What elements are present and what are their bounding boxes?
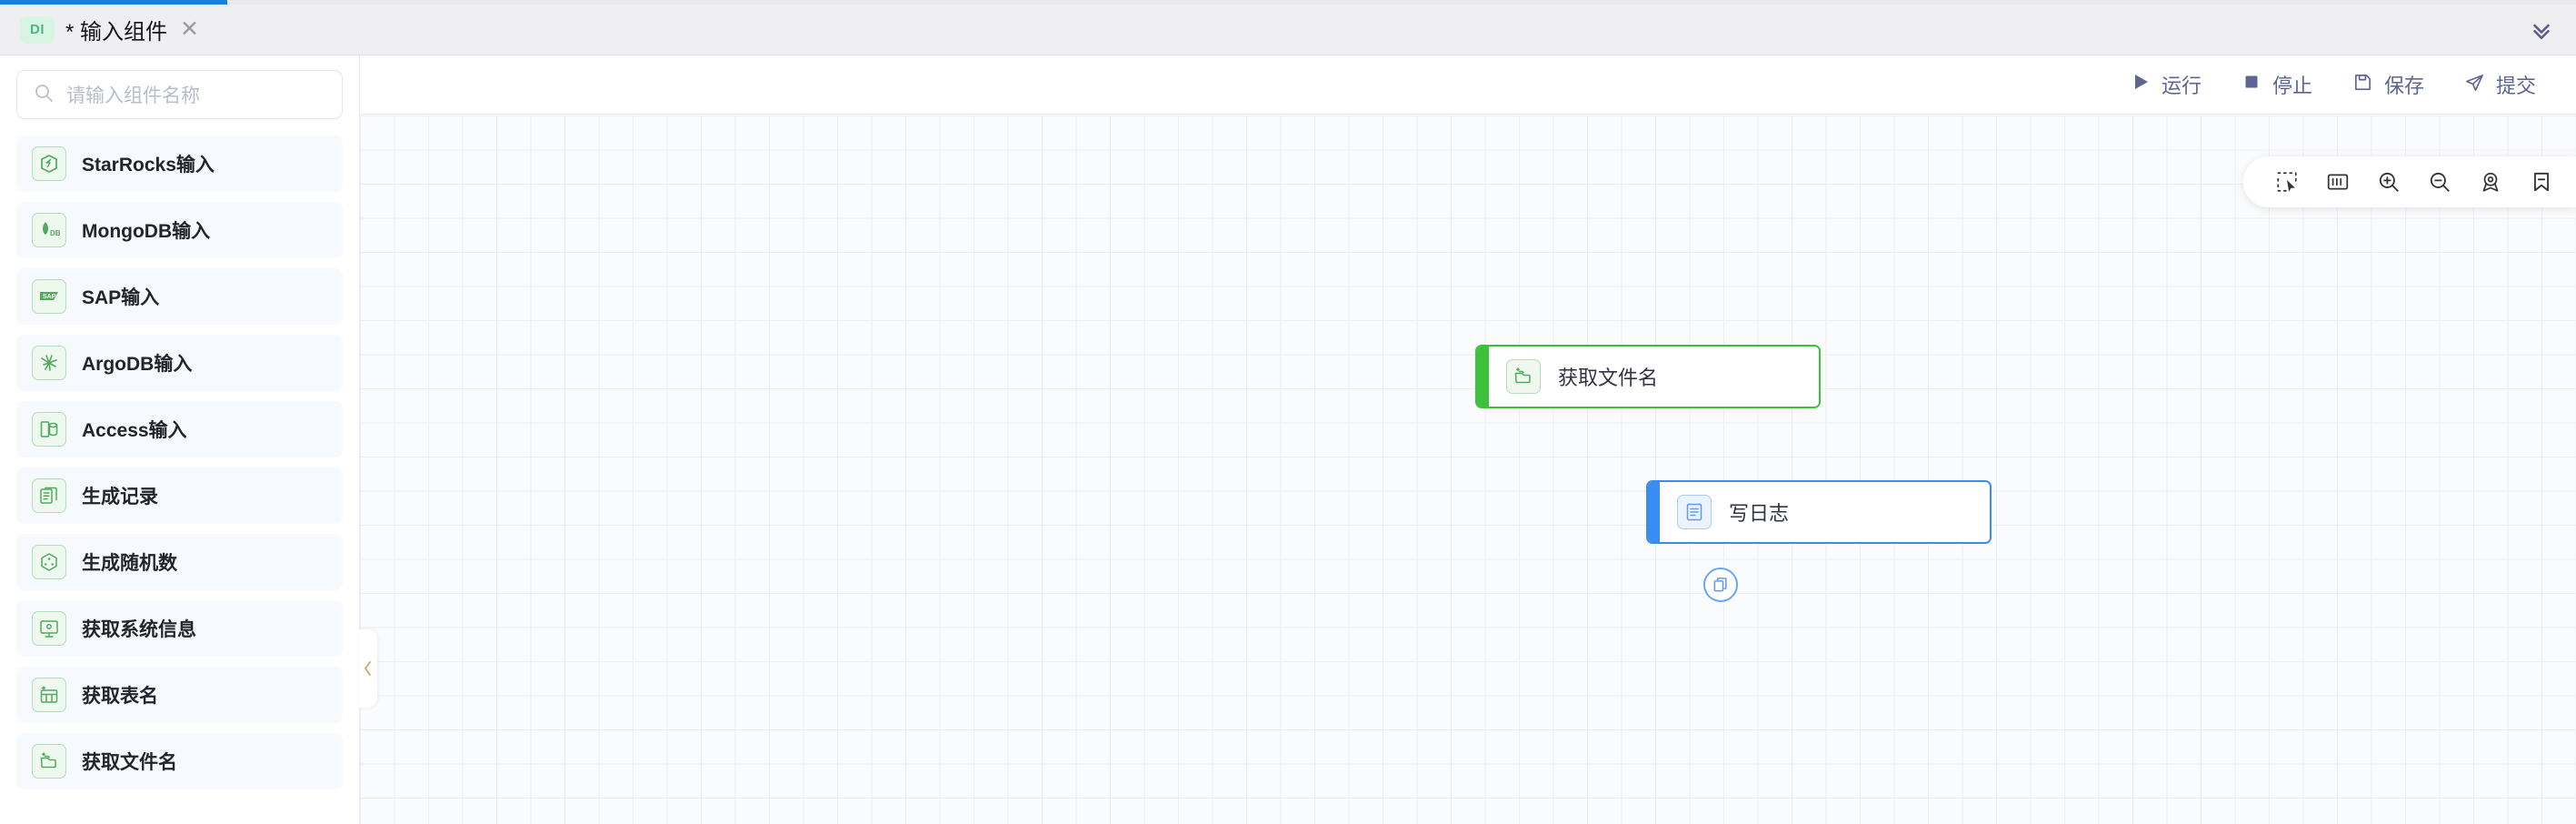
file-name-icon	[32, 744, 66, 779]
component-list: StarRocks输入 DB MongoDB输入 SAP	[16, 136, 343, 789]
run-button[interactable]: 运行	[2131, 70, 2202, 99]
sidebar-item-label: 获取表名	[82, 686, 158, 707]
bookmark-icon[interactable]	[2516, 156, 2567, 207]
search-placeholder: 请输入组件名称	[66, 85, 200, 106]
sidebar-collapse-handle[interactable]	[359, 629, 377, 708]
search-icon	[33, 82, 55, 108]
page-loading-progress	[0, 0, 2576, 5]
node-body: 写日志	[1660, 482, 1990, 542]
sidebar-item-label: 生成随机数	[82, 553, 177, 574]
sidebar-item-starrocks[interactable]: StarRocks输入	[16, 136, 343, 192]
flow-canvas[interactable]: 获取文件名 写日志	[360, 114, 2576, 824]
sidebar-item-label: StarRocks输入	[82, 155, 215, 176]
starrocks-icon	[32, 146, 66, 181]
tab-title: * 输入组件	[65, 20, 168, 45]
tab-input-component[interactable]: DI * 输入组件 ✕	[0, 5, 223, 55]
save-icon	[2352, 72, 2373, 98]
progress-fill	[0, 0, 227, 5]
submit-icon	[2464, 72, 2485, 98]
node-status-bar	[1477, 347, 1489, 407]
locate-icon[interactable]	[2465, 156, 2516, 207]
sidebar-item-argodb[interactable]: ArgoDB输入	[16, 335, 343, 391]
zoom-out-icon[interactable]	[2414, 156, 2465, 207]
stop-button-label: 停止	[2271, 75, 2312, 97]
editor-action-bar: 运行 停止 保存	[360, 55, 2576, 114]
canvas-toolbar	[2243, 156, 2576, 207]
node-status-bar	[1648, 482, 1660, 542]
sidebar-item-file-name[interactable]: 获取文件名	[16, 733, 343, 789]
access-icon	[32, 412, 66, 447]
sidebar-item-generate-record[interactable]: 生成记录	[16, 467, 343, 524]
node-label: 写日志	[1729, 502, 1790, 525]
tab-bar-spacer	[223, 5, 2507, 55]
save-button-label: 保存	[2383, 75, 2424, 97]
flow-node-write-log[interactable]: 写日志	[1646, 480, 1992, 544]
sidebar-item-table-name[interactable]: 获取表名	[16, 667, 343, 723]
main-area: 请输入组件名称 StarRocks输入 DB	[0, 55, 2576, 824]
table-name-icon	[32, 678, 66, 712]
play-icon	[2131, 72, 2151, 97]
component-sidebar: 请输入组件名称 StarRocks输入 DB	[0, 55, 360, 824]
sidebar-item-label: Access输入	[82, 420, 187, 441]
svg-text:DB: DB	[50, 229, 60, 237]
tab-badge-di: DI	[20, 15, 55, 44]
dice-icon	[32, 545, 66, 579]
sap-icon: SAP	[32, 279, 66, 314]
run-button-label: 运行	[2161, 75, 2202, 97]
sidebar-item-label: ArgoDB输入	[82, 354, 193, 375]
write-log-icon	[1677, 495, 1712, 529]
sidebar-item-label: SAP输入	[82, 287, 160, 308]
generate-record-icon	[32, 478, 66, 513]
sidebar-item-label: 获取系统信息	[82, 619, 196, 640]
sidebar-item-system-info[interactable]: 获取系统信息	[16, 600, 343, 657]
fit-actual-size-icon[interactable]	[2312, 156, 2363, 207]
editor-area: 运行 停止 保存	[360, 55, 2576, 824]
file-name-icon	[1506, 359, 1541, 394]
system-info-icon	[32, 611, 66, 646]
sidebar-item-label: 生成记录	[82, 487, 158, 507]
svg-text:SAP: SAP	[43, 294, 56, 300]
chevron-double-down-icon[interactable]	[2507, 5, 2576, 55]
sidebar-item-access[interactable]: Access输入	[16, 401, 343, 457]
zoom-in-icon[interactable]	[2363, 156, 2414, 207]
search-input[interactable]: 请输入组件名称	[16, 70, 343, 119]
stop-button[interactable]: 停止	[2242, 70, 2312, 99]
sidebar-item-label: MongoDB输入	[82, 221, 211, 242]
sidebar-item-mongodb[interactable]: DB MongoDB输入	[16, 202, 343, 258]
sidebar-item-sap[interactable]: SAP SAP输入	[16, 268, 343, 325]
stop-icon	[2242, 72, 2261, 97]
sidebar-item-random-number[interactable]: 生成随机数	[16, 534, 343, 590]
tab-bar: DI * 输入组件 ✕	[0, 5, 2576, 55]
node-body: 获取文件名	[1489, 347, 1819, 407]
sidebar-item-label: 获取文件名	[82, 752, 177, 773]
close-icon[interactable]: ✕	[180, 16, 199, 42]
edge-copy-badge[interactable]	[1703, 568, 1738, 602]
submit-button[interactable]: 提交	[2464, 70, 2536, 99]
edge-layer	[360, 115, 633, 251]
mongodb-icon: DB	[32, 213, 66, 247]
submit-button-label: 提交	[2495, 75, 2536, 97]
save-button[interactable]: 保存	[2352, 70, 2424, 99]
marquee-select-icon[interactable]	[2261, 156, 2312, 207]
node-label: 获取文件名	[1558, 367, 1659, 389]
argodb-icon	[32, 346, 66, 380]
flow-node-get-file-name[interactable]: 获取文件名	[1475, 345, 1821, 408]
